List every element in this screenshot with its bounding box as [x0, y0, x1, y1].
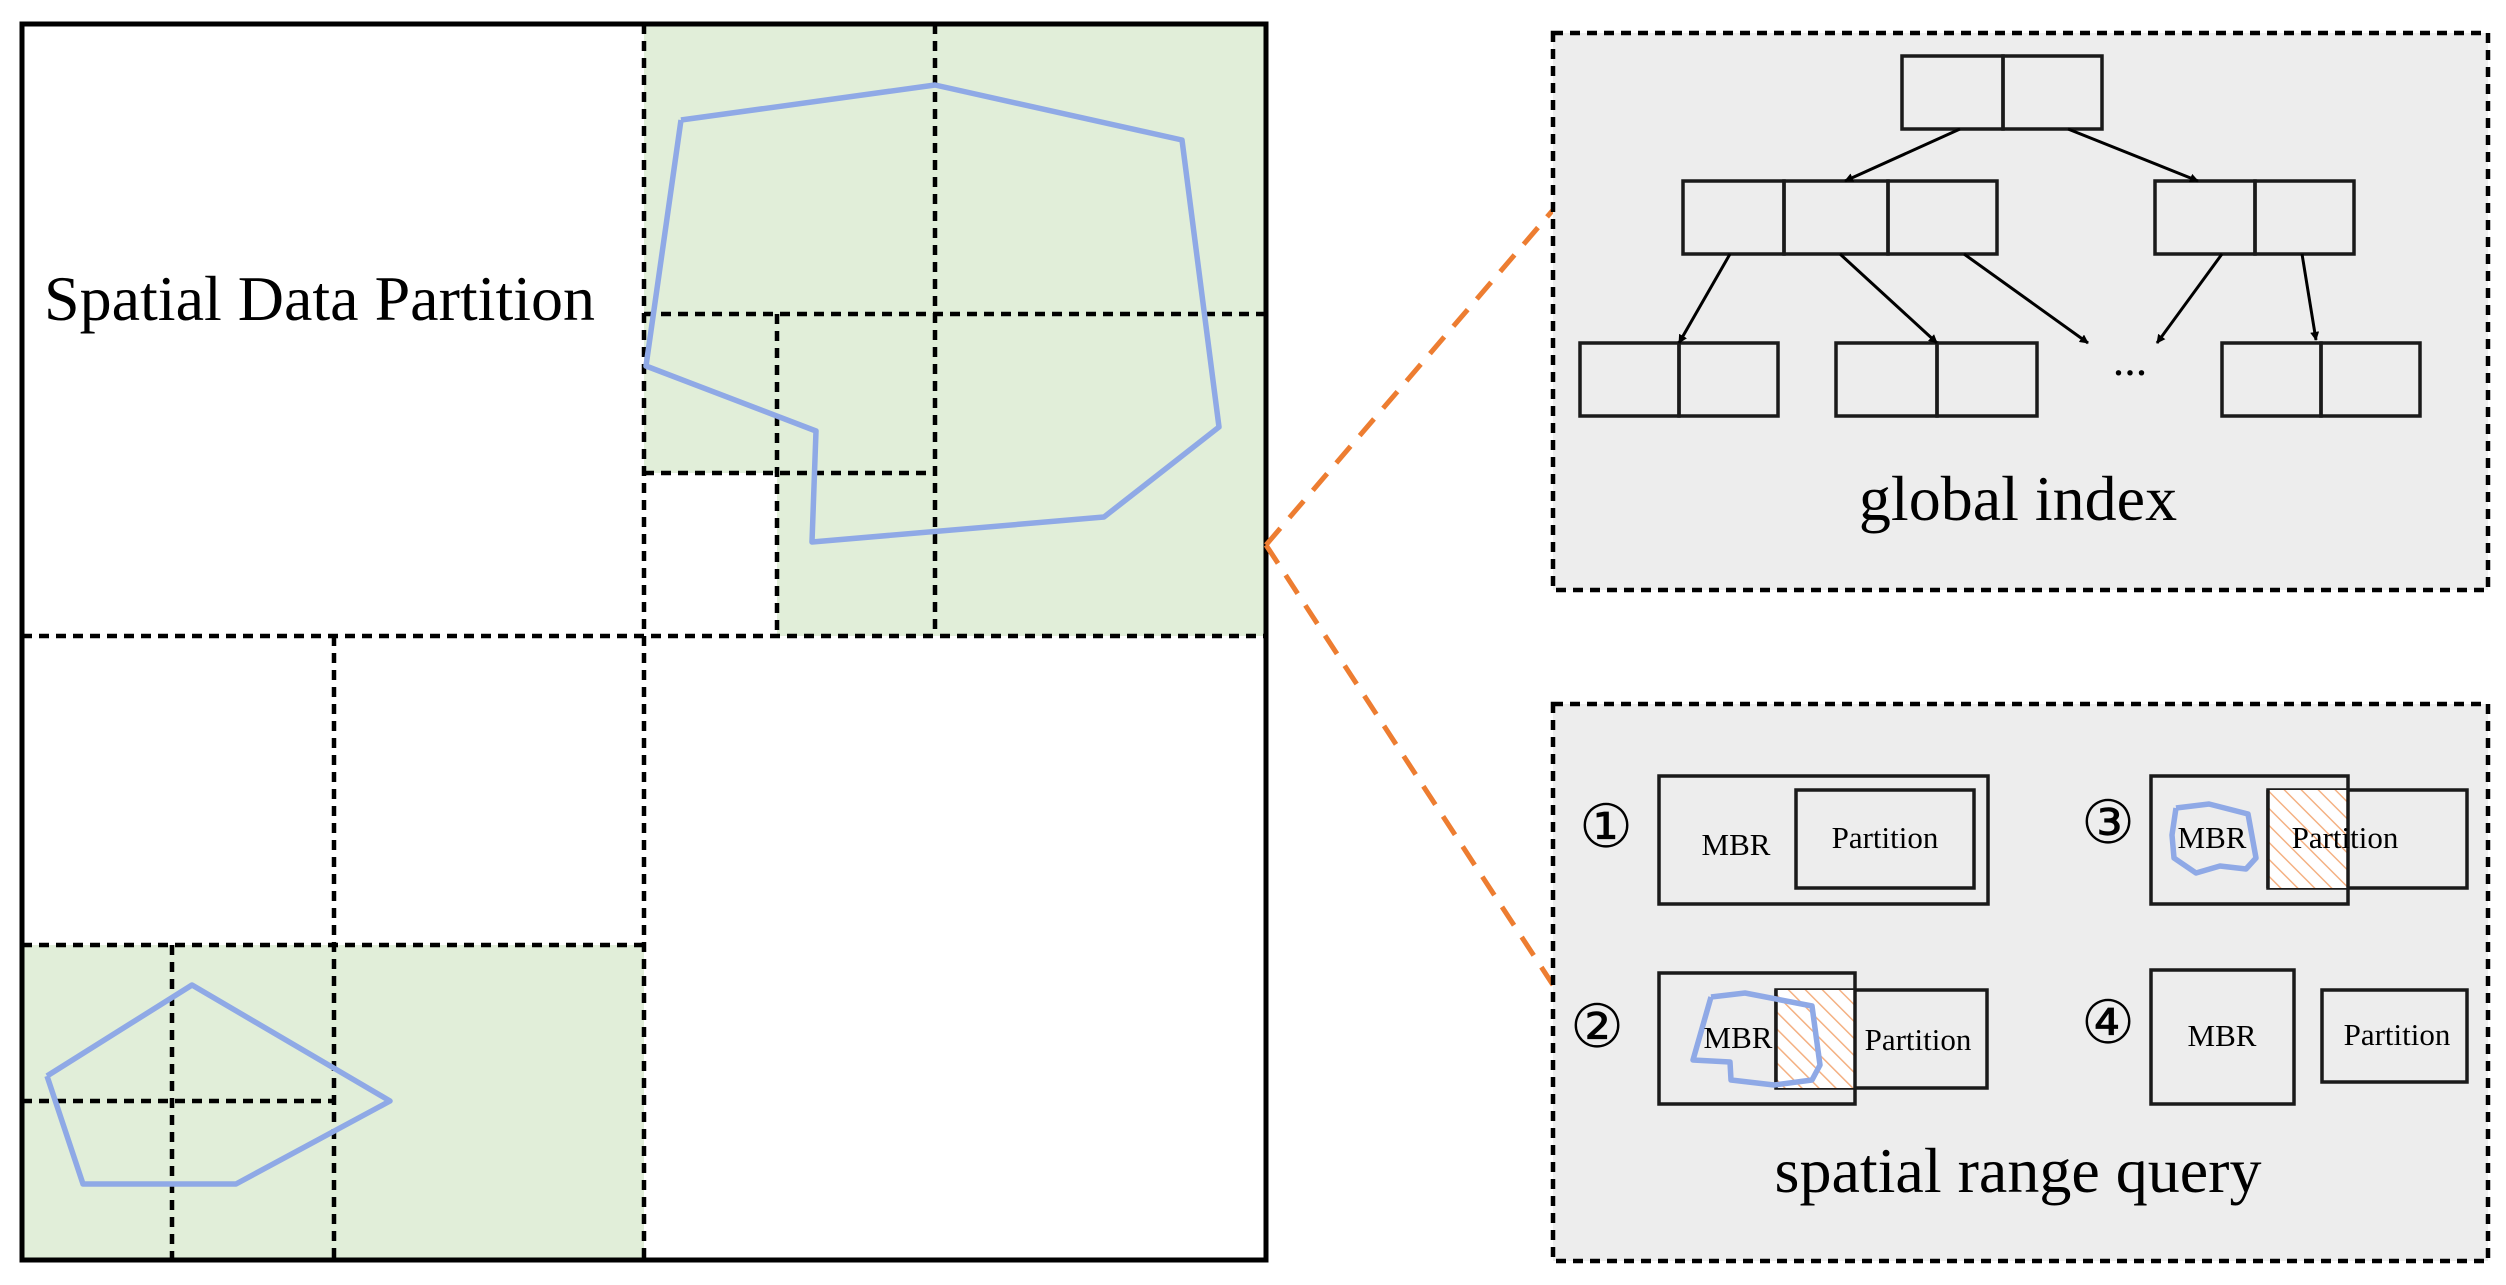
ellipsis: ...: [2113, 334, 2148, 385]
case-marker: ②: [1570, 994, 1624, 1060]
partition-label: Partition: [2344, 1017, 2451, 1052]
partition-label: Partition: [1865, 1022, 1972, 1057]
case-disjoint: ④ MBR Partition: [2081, 968, 2469, 1106]
mbr-box: [2149, 774, 2350, 906]
case-marker: ④: [2081, 990, 2135, 1056]
leaf-node: [1578, 341, 1780, 418]
panel-background: [1550, 30, 2491, 593]
partition-border: [19, 21, 1269, 1263]
zoom-connectors: [1263, 208, 1556, 987]
root-node: [1900, 54, 2104, 131]
global-index-panel: ... global index: [1550, 30, 2491, 593]
range-query-panel: ① MBR Partition ② MBR Partition ③ MBR: [1550, 701, 2491, 1264]
mbr-box: [2149, 968, 2296, 1106]
case-marker: ③: [2081, 790, 2135, 856]
partition-label: Partition: [1832, 820, 1939, 855]
mbr-label: MBR: [1702, 827, 1771, 862]
case-marker: ①: [1579, 794, 1633, 860]
case-contained: ① MBR Partition: [1579, 774, 1990, 906]
case-overlap-polygon-disjoint: ③ MBR Partition: [2081, 774, 2469, 906]
global-index-caption: global index: [1859, 463, 2177, 534]
case-overlap-polygon-intersects: ② MBR Partition: [1570, 971, 1989, 1106]
query-polygon: [1690, 990, 1823, 1088]
index-edges: [1677, 127, 2320, 345]
partition-panel: Spatial Data Partition: [19, 21, 1269, 1263]
unhighlighted-cell: [644, 473, 777, 636]
mbr-label: MBR: [2188, 1018, 2257, 1053]
spatial-object-polygon: [44, 982, 393, 1187]
overlap-area: [2268, 790, 2348, 888]
mbr-label: MBR: [1704, 1020, 1773, 1055]
spatial-object-polygon: [643, 82, 1222, 545]
range-query-caption: spatial range query: [1775, 1135, 2262, 1206]
mbr-box: [1657, 774, 1990, 906]
internal-node: [2153, 179, 2356, 256]
mbr-box: [1657, 971, 1857, 1106]
mbr-label: MBR: [2178, 820, 2247, 855]
internal-node: [1681, 179, 1999, 256]
leaf-node: [2220, 341, 2422, 418]
partition-label: Partition: [2292, 820, 2399, 855]
leaf-node: [1834, 341, 2039, 418]
partition-title: Spatial Data Partition: [44, 263, 595, 334]
partition-box: [2320, 988, 2469, 1084]
query-polygon: [2169, 801, 2259, 876]
partition-box: [1794, 788, 1976, 890]
index-tree: ...: [1578, 54, 2422, 418]
